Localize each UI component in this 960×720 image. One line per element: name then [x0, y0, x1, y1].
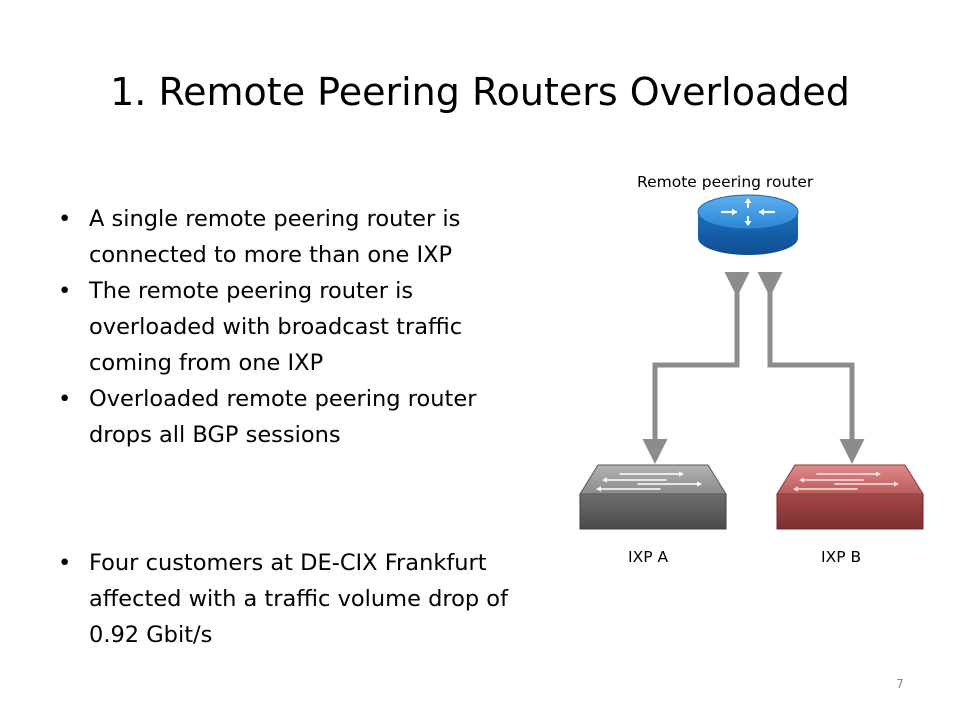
bullet-item: Overloaded remote peering router drops a… — [58, 381, 528, 453]
slide-title: 1. Remote Peering Routers Overloaded — [110, 70, 850, 114]
ixp-a-label: IXP A — [628, 548, 669, 566]
page-number: 7 — [896, 677, 904, 691]
link-arrow-ixp-b — [757, 272, 865, 465]
bullet-list: A single remote peering router is connec… — [58, 201, 528, 653]
bullet-item: A single remote peering router is connec… — [58, 201, 528, 273]
switch-icon — [579, 464, 727, 530]
router-label: Remote peering router — [637, 173, 814, 191]
link-arrow-ixp-a — [642, 272, 750, 465]
bullet-item: The remote peering router is overloaded … — [58, 273, 528, 381]
ixp-b-label: IXP B — [821, 548, 862, 566]
bullet-item: Four customers at DE-CIX Frankfurt affec… — [58, 545, 528, 653]
router-icon — [697, 194, 799, 255]
switch-icon — [776, 464, 924, 530]
